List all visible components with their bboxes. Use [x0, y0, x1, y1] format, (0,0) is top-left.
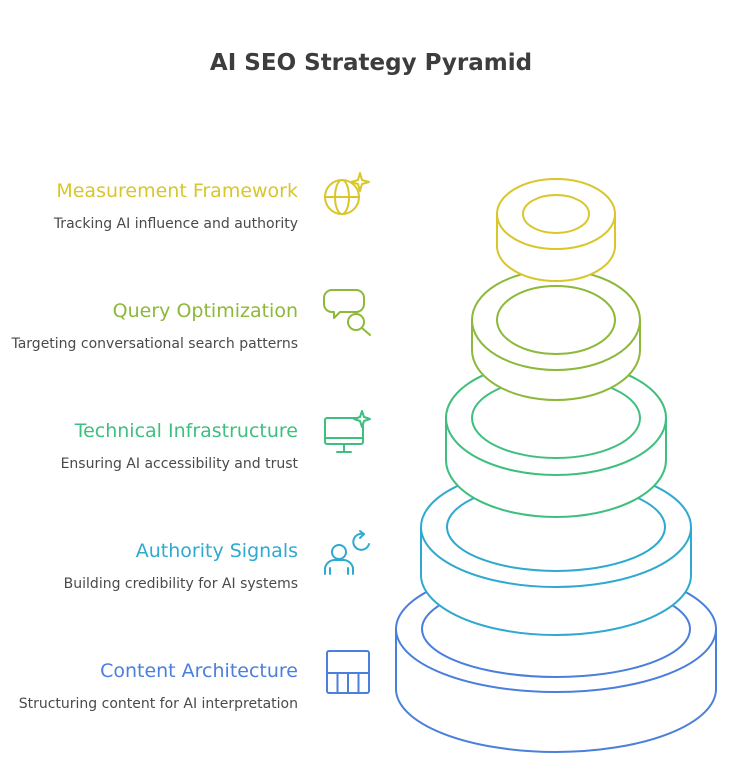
level-name: Measurement Framework [56, 180, 298, 202]
level-measurement: Measurement Framework Tracking AI influe… [54, 180, 298, 232]
diagram-title: AI SEO Strategy Pyramid [209, 50, 533, 76]
monitor-sparkle-icon [324, 410, 371, 453]
ring-query-optimization [471, 269, 641, 401]
level-name: Technical Infrastructure [74, 420, 298, 442]
level-technical: Technical Infrastructure Ensuring AI acc… [61, 420, 298, 472]
ring-technical-infrastructure [445, 360, 667, 518]
level-name: Query Optimization [112, 300, 298, 322]
level-description: Building credibility for AI systems [63, 576, 298, 592]
chat-search-icon [323, 289, 371, 336]
level-name: Content Architecture [100, 660, 298, 682]
level-name: Authority Signals [135, 540, 298, 562]
level-description: Tracking AI influence and authority [53, 216, 298, 232]
globe-sparkle-icon [324, 172, 370, 215]
table-grid-icon [326, 650, 370, 694]
level-description: Ensuring AI accessibility and trust [60, 456, 298, 472]
level-description: Targeting conversational search patterns [11, 336, 298, 352]
person-refresh-icon [324, 530, 370, 575]
level-query: Query Optimization Targeting conversatio… [11, 300, 298, 352]
level-authority: Authority Signals Building credibility f… [64, 540, 298, 592]
level-description: Structuring content for AI interpretatio… [18, 696, 298, 712]
level-content: Content Architecture Structuring content… [19, 660, 298, 712]
ring-measurement-framework [496, 178, 616, 282]
